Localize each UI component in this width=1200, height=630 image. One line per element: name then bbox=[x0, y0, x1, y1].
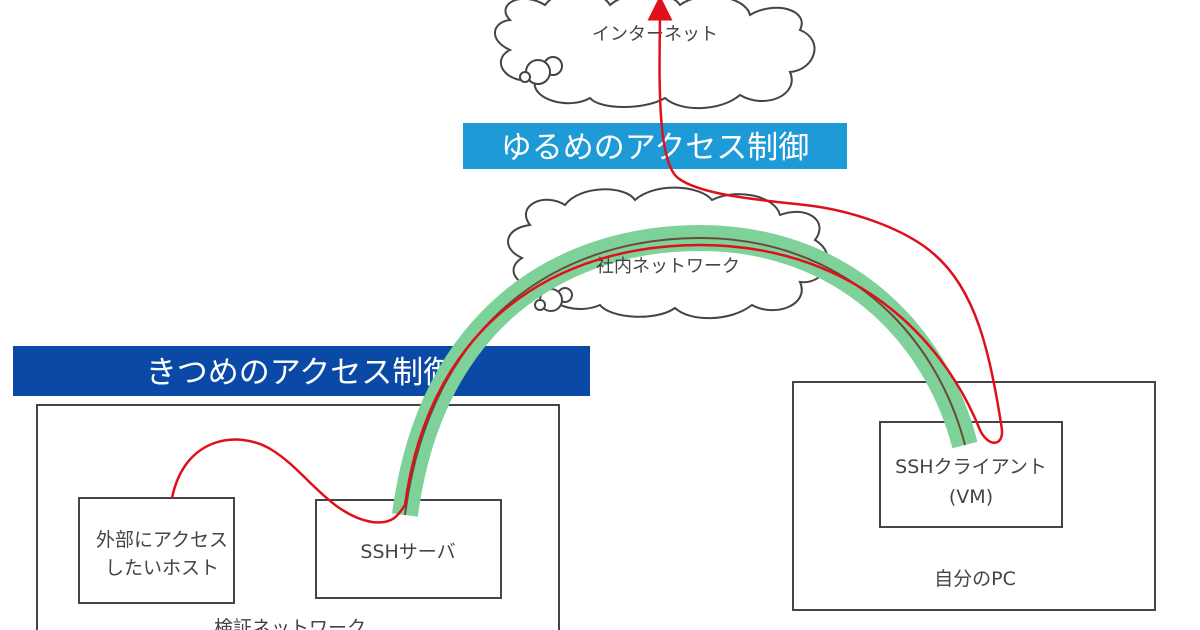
my-pc-label: 自分のPC bbox=[934, 568, 1016, 590]
external-host-label-line1: 外部にアクセス bbox=[96, 529, 228, 551]
ssh-client-label-line1: SSHクライアント bbox=[895, 456, 1047, 478]
strict-access-banner: きつめのアクセス制御 bbox=[13, 346, 590, 396]
loose-access-banner: ゆるめのアクセス制御 bbox=[463, 123, 847, 169]
ssh-tunnel-line bbox=[404, 236, 966, 516]
internet-cloud: インターネット bbox=[494, 0, 816, 110]
ssh-server-box: SSHサーバ bbox=[315, 499, 502, 599]
strict-access-label: きつめのアクセス制御 bbox=[146, 355, 454, 391]
ssh-server-label: SSHサーバ bbox=[360, 541, 455, 563]
external-host-label-line2: したいホスト bbox=[105, 557, 219, 579]
verification-network-box bbox=[36, 404, 560, 630]
external-host-box: 外部にアクセス したいホスト bbox=[78, 497, 235, 604]
verification-network-label: 検証ネットワーク bbox=[214, 617, 366, 630]
corporate-network-label: 社内ネットワーク bbox=[596, 256, 740, 277]
internet-label: インターネット bbox=[592, 24, 718, 45]
traffic-route bbox=[170, 0, 1004, 524]
loose-access-label: ゆるめのアクセス制御 bbox=[501, 130, 809, 166]
ssh-client-label-line2: (VM) bbox=[949, 486, 993, 508]
